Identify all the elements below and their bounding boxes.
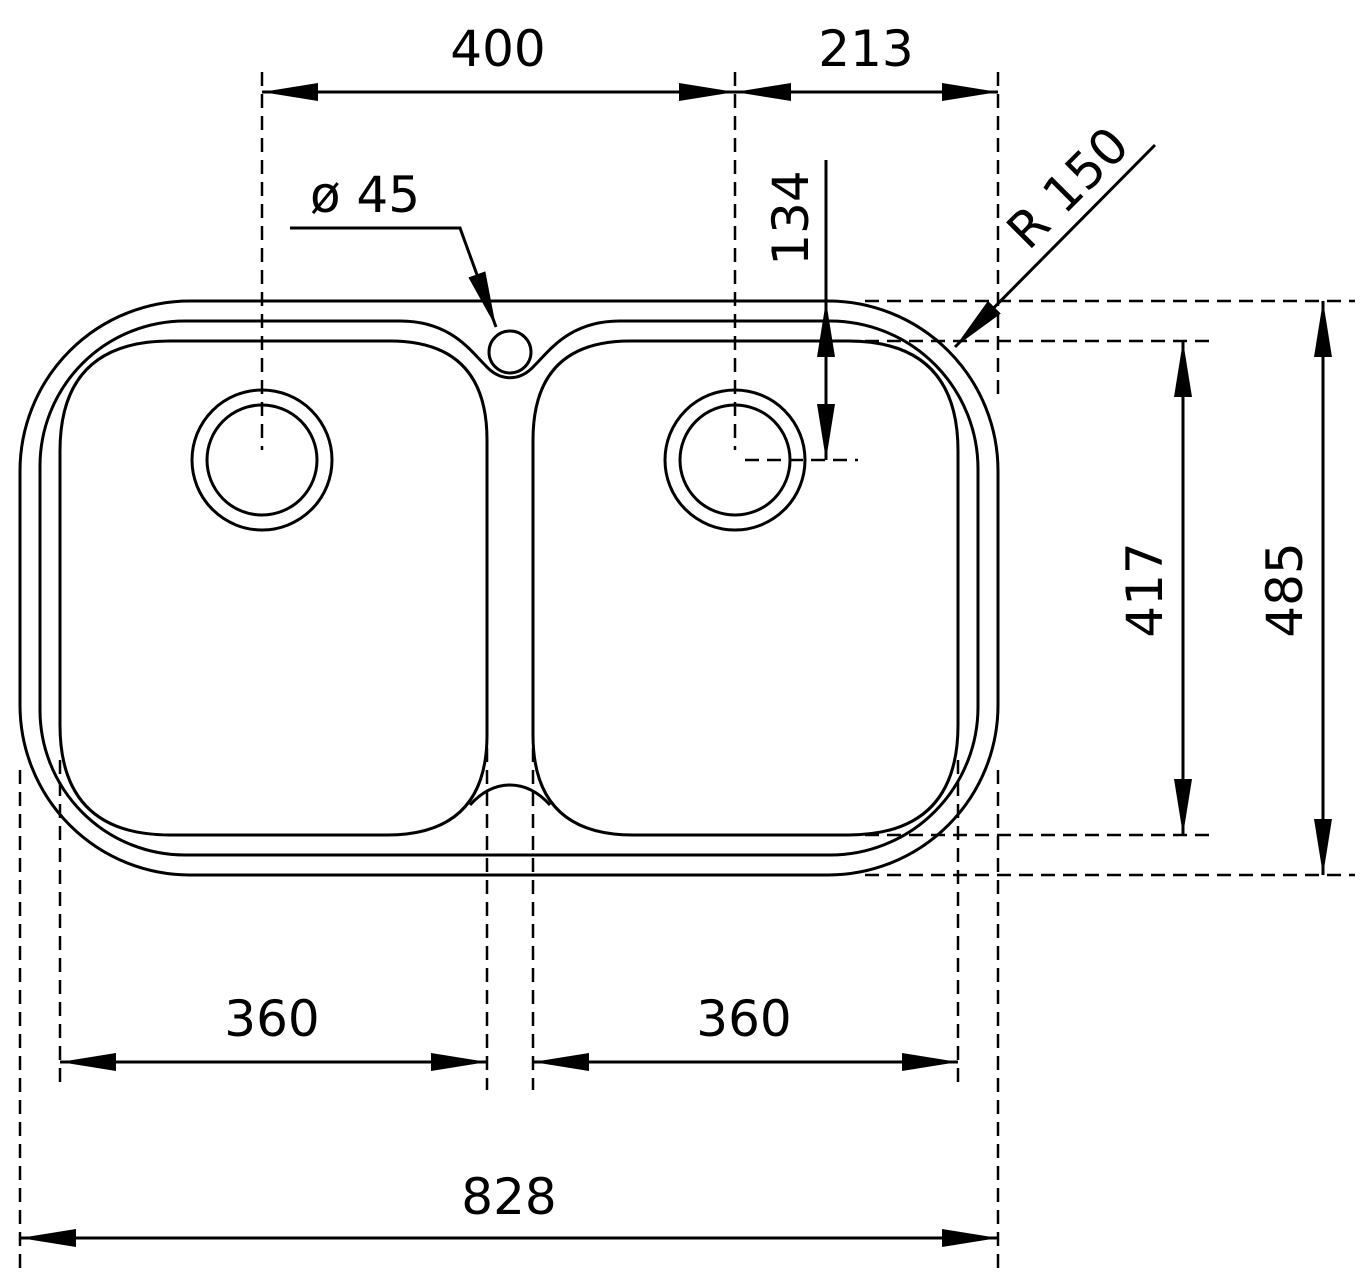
left-drain-inner <box>205 403 319 517</box>
label-213: 213 <box>818 20 913 78</box>
label-417: 417 <box>1116 542 1174 637</box>
label-828: 828 <box>461 1168 556 1226</box>
label-485: 485 <box>1256 542 1314 637</box>
right-bowl <box>531 339 960 837</box>
tap-hole <box>487 329 533 375</box>
left-bowl <box>58 339 489 837</box>
leader-radius <box>953 143 1157 349</box>
label-400: 400 <box>450 20 545 78</box>
label-tap-hole-diameter: ø 45 <box>310 166 420 224</box>
inner-rim <box>38 319 980 857</box>
extension-lines <box>18 72 1355 1270</box>
sink-outline <box>18 299 1000 877</box>
label-360-left: 360 <box>224 990 319 1048</box>
outer-rim <box>18 299 1000 877</box>
label-radius: R 150 <box>996 116 1140 260</box>
bowl-divider-bump <box>468 783 552 807</box>
label-134: 134 <box>762 170 820 265</box>
label-360-right: 360 <box>696 990 791 1048</box>
leader-tap-hole <box>290 226 498 328</box>
dimension-lines <box>20 83 1332 1247</box>
